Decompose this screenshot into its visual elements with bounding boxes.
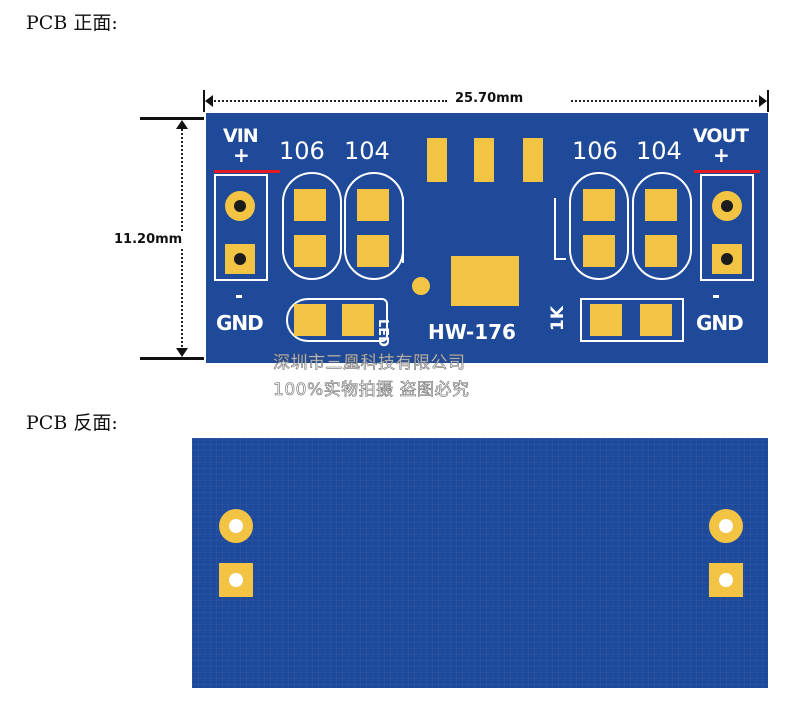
pcb-back xyxy=(192,438,768,688)
height-dimension: 11.20mm xyxy=(100,117,210,363)
cap-right-1-pad-bottom xyxy=(583,235,615,267)
model-label: HW-176 xyxy=(428,320,516,344)
cap-left-1-label: 106 xyxy=(279,137,325,165)
cap-left-1-pad-top xyxy=(294,189,326,221)
back-pad-right-top-hole xyxy=(719,519,733,533)
vin-header-outline xyxy=(214,174,268,281)
cap-right-1-pad-top xyxy=(583,189,615,221)
resistor-pad-right xyxy=(640,304,672,336)
cap-left-1-outline xyxy=(282,172,342,280)
ic-tab-pad xyxy=(451,256,519,306)
gnd-label-left: GND xyxy=(216,311,264,335)
vout-plus-label: + xyxy=(713,143,730,167)
led-pad-left xyxy=(294,304,326,336)
cap-right-2-pad-bottom xyxy=(645,235,677,267)
vin-pad-hole xyxy=(234,200,246,212)
cap-left-1-pad-bottom xyxy=(294,235,326,267)
vout-pad-hole xyxy=(721,200,733,212)
vout-label: VOUT xyxy=(693,125,749,147)
back-pad-right-bottom-hole xyxy=(719,573,733,587)
led-label: LED xyxy=(375,319,390,347)
ic-pin-3 xyxy=(523,138,543,182)
vin-label: VIN xyxy=(223,125,259,147)
cap-left-2-pad-bottom xyxy=(357,235,389,267)
resistor-outline xyxy=(580,298,684,342)
vout-polarity-mark xyxy=(694,170,760,173)
width-value: 25.70mm xyxy=(455,91,524,106)
cap-left-2-pad-top xyxy=(357,189,389,221)
cap-left-2-label: 104 xyxy=(344,137,390,165)
height-value: 11.20mm xyxy=(112,232,185,247)
cap-right-2-outline xyxy=(632,172,692,280)
gnd-label-right: GND xyxy=(696,311,744,335)
vout-gnd-pad-hole xyxy=(721,253,733,265)
vin-gnd-pad-hole xyxy=(234,253,246,265)
ic-pin-1 xyxy=(427,138,447,182)
resistor-pad-left xyxy=(590,304,622,336)
resistor-label: 1K xyxy=(548,305,568,331)
back-pad-left-bottom-hole xyxy=(229,573,243,587)
front-side-label: PCB 正面: xyxy=(26,12,118,34)
cap-right-1-label: 106 xyxy=(572,137,618,165)
back-pad-left-top-hole xyxy=(229,519,243,533)
vin-polarity-mark xyxy=(214,170,280,173)
watermark-line-1: 深圳市三凰科技有限公司 xyxy=(273,353,466,374)
led-outline xyxy=(286,298,388,342)
vin-plus-label: + xyxy=(233,143,250,167)
back-side-label: PCB 反面: xyxy=(26,412,118,434)
cap-right-2-pad-top xyxy=(645,189,677,221)
cap-right-2-label: 104 xyxy=(636,137,682,165)
vout-header-outline xyxy=(700,174,754,281)
pcb-front: VIN + GND 106 104 LED HW-176 106 104 1K … xyxy=(206,113,768,363)
cap-right-1-outline xyxy=(569,172,629,280)
led-dot xyxy=(412,277,430,295)
watermark-line-2: 100%实物拍摄 盗图必究 xyxy=(273,380,470,401)
width-dimension: 25.70mm xyxy=(203,88,769,112)
ic-pin-2 xyxy=(474,138,494,182)
led-pad-right xyxy=(342,304,374,336)
